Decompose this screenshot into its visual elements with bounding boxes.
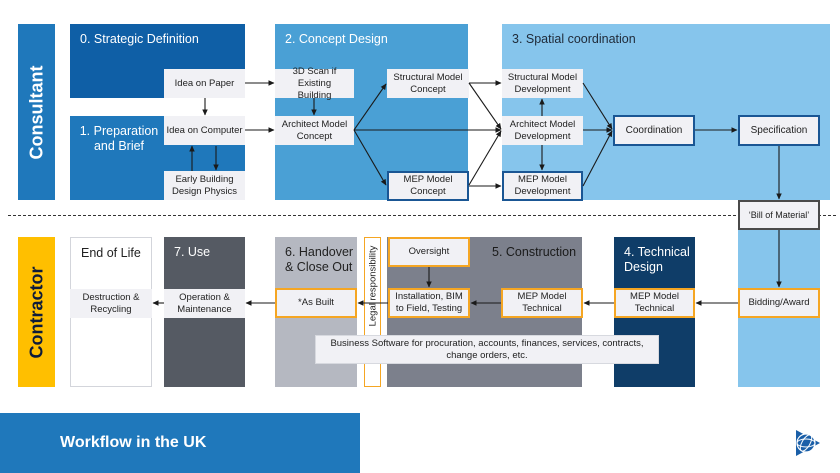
stage-3-spatial-coordination: 3. Spatial coordination: [502, 24, 830, 200]
node-structural-model-development[interactable]: Structural Model Development: [502, 69, 583, 98]
end-of-life-title: End of Life: [81, 246, 141, 260]
node-idea-on-paper[interactable]: Idea on Paper: [164, 69, 245, 98]
arrow-struct-concept-to-arch-dev: [468, 82, 502, 130]
stage-3-title: 3. Spatial coordination: [512, 32, 636, 46]
footer-title: Workflow in the UK: [60, 434, 207, 451]
node-bill-of-material[interactable]: ‘Bill of Material’: [738, 200, 820, 230]
node-operation-maintenance[interactable]: Operation & Maintenance: [164, 289, 245, 318]
node-idea-on-computer[interactable]: Idea on Computer: [164, 116, 245, 145]
stage-6-title: 6. Handover & Close Out: [285, 245, 354, 274]
consultant-role-bar: Consultant: [18, 24, 55, 200]
node-structural-model-concept[interactable]: Structural Model Concept: [387, 69, 469, 98]
node-as-built[interactable]: *As Built: [275, 288, 357, 318]
node-installation-bim-to-field[interactable]: Installation, BIM to Field, Testing: [388, 288, 470, 318]
node-oversight[interactable]: Oversight: [388, 237, 470, 267]
node-architect-model-development[interactable]: Architect Model Development: [502, 116, 583, 145]
stage-0-title: 0. Strategic Definition: [80, 32, 199, 46]
stage-7-title: 7. Use: [174, 245, 211, 259]
node-mep-model-technical-design[interactable]: MEP Model Technical: [614, 288, 695, 318]
contractor-label: Contractor: [26, 265, 47, 359]
contractor-role-bar: Contractor: [18, 237, 55, 387]
node-bidding-award[interactable]: Bidding/Award: [738, 288, 820, 318]
stage-5-title: 5. Construction: [492, 245, 577, 259]
node-coordination[interactable]: Coordination: [613, 115, 695, 146]
arrow-mep-concept-to-arch-dev: [468, 130, 502, 186]
stage-1-title: 1. Preparation and Brief: [79, 124, 159, 153]
node-destruction-recycling[interactable]: Destruction & Recycling: [70, 289, 152, 318]
node-mep-model-development[interactable]: MEP Model Development: [502, 171, 583, 201]
stage-0-strategic-definition: 0. Strategic Definition: [70, 24, 245, 98]
globe-triangle-logo-icon: [792, 428, 822, 458]
node-early-building-design-physics[interactable]: Early Building Design Physics: [164, 171, 245, 200]
node-3d-scan[interactable]: 3D Scan if Existing Building: [275, 66, 354, 101]
node-business-software[interactable]: Business Software for procuration, accou…: [315, 335, 659, 364]
stage-2-title: 2. Concept Design: [285, 32, 388, 46]
legal-responsibility-bar: Legal responsibility: [364, 237, 381, 387]
legal-responsibility-label: Legal responsibility: [367, 245, 378, 327]
consultant-label: Consultant: [26, 65, 46, 159]
node-mep-model-concept[interactable]: MEP Model Concept: [387, 171, 469, 201]
node-mep-model-technical-construction[interactable]: MEP Model Technical: [501, 288, 583, 318]
stage-4-title: 4. Technical Design: [624, 245, 690, 274]
node-architect-model-concept[interactable]: Architect Model Concept: [275, 116, 354, 145]
role-separator-dashed-line: [8, 215, 836, 216]
footer-title-band: Workflow in the UK: [0, 413, 360, 473]
node-specification[interactable]: Specification: [738, 115, 820, 146]
